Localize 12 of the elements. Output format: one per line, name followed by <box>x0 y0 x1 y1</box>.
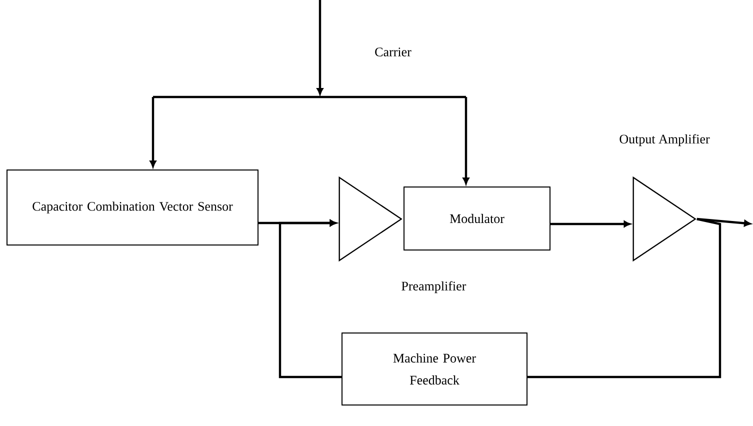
edge-label: Carrier <box>375 48 412 56</box>
component-label: Preamplifier <box>402 281 466 294</box>
component-label: Output Amplifier <box>620 134 710 146</box>
arrow <box>150 97 156 168</box>
arrow <box>278 220 342 378</box>
process-box: Modulator <box>404 186 550 250</box>
arrow <box>550 220 630 228</box>
process-box: Capacitor Combination Vector Sensor <box>6 170 258 246</box>
arrow <box>316 0 324 95</box>
arrow <box>696 218 751 226</box>
arrow <box>462 97 470 184</box>
process-box: Machine Power Feedback <box>342 332 528 406</box>
